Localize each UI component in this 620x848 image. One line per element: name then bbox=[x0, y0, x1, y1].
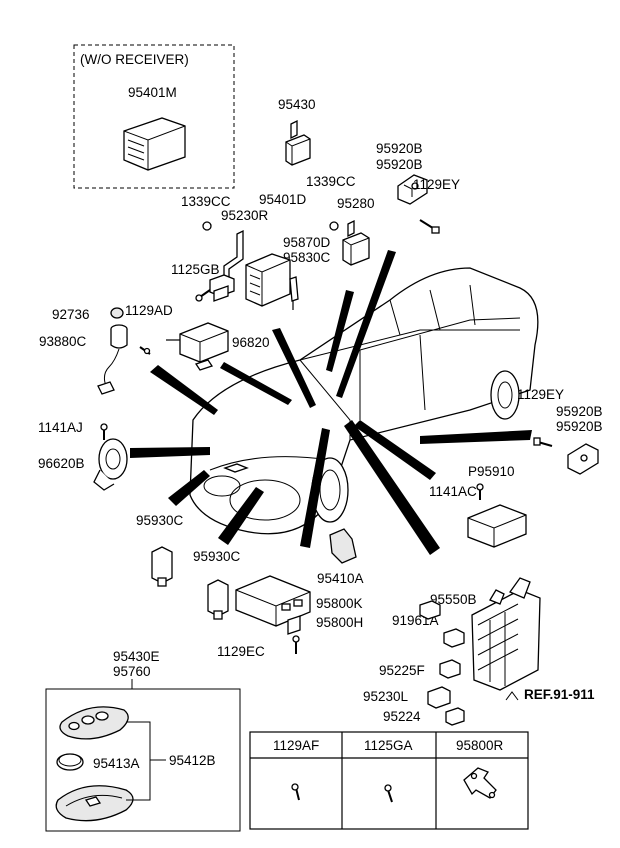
screw-1125ga-icon bbox=[384, 784, 393, 803]
pointer-wedges bbox=[130, 250, 532, 555]
label-1129ey-b: 1129EY bbox=[517, 387, 564, 402]
table-header-1129af: 1129AF bbox=[273, 738, 319, 753]
sensor-95920b-right-icon bbox=[567, 443, 599, 475]
module-95401m-icon bbox=[123, 117, 186, 171]
label-95800k: 95800K bbox=[316, 596, 363, 611]
sensor-95930c-b-icon bbox=[207, 579, 229, 620]
label-95280: 95280 bbox=[337, 196, 375, 211]
label-p95910: P95910 bbox=[468, 464, 515, 479]
label-1141ac: 1141AC bbox=[429, 484, 477, 499]
label-95760: 95760 bbox=[113, 664, 151, 679]
label-95430: 95430 bbox=[278, 97, 316, 112]
label-93880c: 93880C bbox=[39, 334, 87, 349]
switch-93880c-icon bbox=[97, 324, 128, 395]
label-95920b-d: 95920B bbox=[556, 419, 603, 434]
screw-1129af-icon bbox=[291, 783, 300, 801]
label-95410a: 95410A bbox=[317, 571, 364, 586]
label-95830c: 95830C bbox=[283, 250, 331, 265]
battery-95413a-icon bbox=[56, 753, 84, 771]
sensor-95830c-icon bbox=[289, 276, 299, 310]
label-96620b: 96620B bbox=[38, 456, 85, 471]
label-95401m: 95401M bbox=[128, 85, 177, 100]
keyfob-top-icon bbox=[59, 706, 129, 740]
label-95920b-a: 95920B bbox=[376, 141, 423, 156]
bolt-1125gb-icon bbox=[195, 289, 211, 302]
keyfob-bottom-icon bbox=[55, 785, 134, 822]
car-sedan-illustration bbox=[189, 267, 539, 535]
label-95920b-c: 95920B bbox=[556, 404, 603, 419]
label-95930c-a: 95930C bbox=[136, 513, 184, 528]
label-95224: 95224 bbox=[383, 709, 421, 724]
label-1339cc-a: 1339CC bbox=[181, 194, 231, 209]
harness-95230r-icon bbox=[209, 274, 235, 302]
relays-junction-icon bbox=[419, 600, 465, 726]
clip-95800r-icon bbox=[463, 767, 497, 799]
bolt-1129ey-right-icon bbox=[533, 437, 553, 447]
nut-1339cc-left-icon bbox=[202, 221, 212, 231]
bolt-1129ad-icon bbox=[139, 346, 151, 355]
bolt-1129ey-top-icon bbox=[419, 219, 440, 234]
sensor-95930c-a-icon bbox=[151, 546, 173, 587]
label-1125gb: 1125GB bbox=[171, 262, 220, 277]
label-95413a: 95413A bbox=[93, 756, 140, 771]
bracket-95230r-icon bbox=[223, 229, 244, 284]
wo-receiver-title: (W/O RECEIVER) bbox=[80, 52, 189, 67]
keyfob-leader bbox=[126, 721, 166, 801]
label-95230l: 95230L bbox=[363, 689, 409, 704]
label-ref-91-911: REF.91-911 bbox=[524, 687, 595, 702]
unit-96820-icon bbox=[166, 322, 229, 371]
bracket-95800h-icon bbox=[287, 615, 301, 635]
label-95800h: 95800H bbox=[316, 615, 363, 630]
label-1339cc-b: 1339CC bbox=[306, 174, 356, 189]
relay-95280-icon bbox=[342, 219, 370, 266]
bolt-1129ec-icon bbox=[292, 635, 300, 654]
label-1129ey-a: 1129EY bbox=[413, 177, 460, 192]
label-95430e: 95430E bbox=[113, 649, 160, 664]
bolt-1141aj-icon bbox=[100, 423, 108, 440]
wo-receiver-box bbox=[73, 44, 235, 189]
bracket-95410a-icon bbox=[329, 528, 357, 564]
table-header-1125ga: 1125GA bbox=[364, 738, 413, 753]
bolt-1141ac-icon bbox=[476, 483, 484, 500]
table-header-95800r: 95800R bbox=[456, 738, 504, 753]
relay-95430-icon bbox=[285, 119, 311, 166]
keyfob-box bbox=[45, 688, 241, 832]
label-95412b: 95412B bbox=[169, 753, 216, 768]
module-95800k-icon bbox=[235, 575, 311, 627]
label-95930c-b: 95930C bbox=[193, 549, 241, 564]
ref-arrow-icon bbox=[505, 691, 519, 701]
label-1129ad: 1129AD bbox=[125, 303, 173, 318]
airbag-module-p95910-icon bbox=[467, 504, 527, 548]
label-92736: 92736 bbox=[52, 307, 90, 322]
label-95920b-b: 95920B bbox=[376, 157, 423, 172]
label-1141aj: 1141AJ bbox=[38, 420, 83, 435]
label-95401d: 95401D bbox=[259, 192, 307, 207]
horn-96620b-icon bbox=[93, 438, 128, 491]
junction-box-icon bbox=[471, 577, 541, 691]
cap-92736-icon bbox=[110, 307, 124, 319]
label-1129ec: 1129EC bbox=[217, 644, 265, 659]
module-95401d-icon bbox=[245, 253, 291, 307]
fastener-table: 1129AF 1125GA 95800R bbox=[249, 731, 529, 830]
label-95870d: 95870D bbox=[283, 235, 331, 250]
sensor-95920b-top-icon bbox=[397, 174, 428, 205]
label-95225f: 95225F bbox=[379, 663, 425, 678]
label-95550b: 95550B bbox=[430, 592, 477, 607]
nut-1339cc-right-icon bbox=[329, 221, 339, 231]
label-96820: 96820 bbox=[232, 335, 270, 350]
label-95230r: 95230R bbox=[221, 208, 269, 223]
